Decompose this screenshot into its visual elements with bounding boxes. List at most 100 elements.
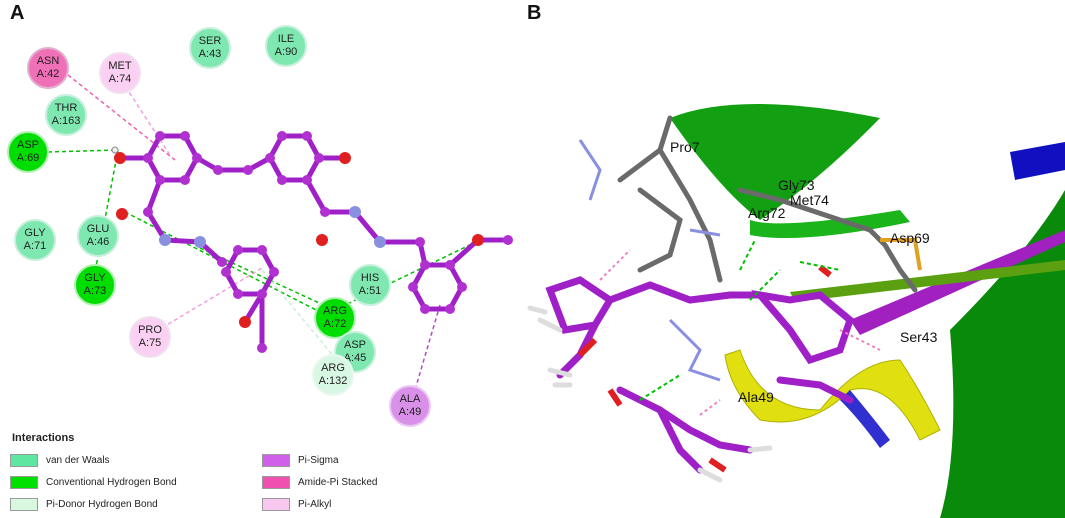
legend-item-conventional-hbond: Conventional Hydrogen Bond xyxy=(10,476,177,489)
nitrogen-atom xyxy=(349,206,361,218)
hydrogen-sticks xyxy=(527,305,773,483)
svg-text:A:42: A:42 xyxy=(37,68,60,80)
hbond-asp69 xyxy=(47,149,119,153)
svg-text:ALA: ALA xyxy=(400,393,421,405)
ligand-ring-4 xyxy=(410,262,465,312)
svg-text:ASP: ASP xyxy=(344,339,366,351)
svg-text:GLY: GLY xyxy=(24,227,46,239)
ligand-structure xyxy=(117,133,511,351)
svg-text:A:46: A:46 xyxy=(87,236,110,248)
residue-pro75: PRO A:75 xyxy=(129,316,171,358)
oxygen-atom xyxy=(339,152,351,164)
nitrogen-atom xyxy=(194,236,206,248)
residue-met74: MET A:74 xyxy=(99,52,141,94)
ligand-3d xyxy=(545,276,855,474)
label-gly73: Gly73 xyxy=(778,177,815,193)
svg-text:ASN: ASN xyxy=(37,55,60,67)
interaction-diagram-2d: ASN A:42 MET A:74 SER A:43 ILE A:90 THR … xyxy=(7,25,513,427)
label-met74: Met74 xyxy=(790,192,829,208)
svg-text:SER: SER xyxy=(199,35,222,47)
residue-sticks xyxy=(617,115,918,293)
label-arg72: Arg72 xyxy=(748,205,786,221)
ligand-ring-2 xyxy=(267,133,322,183)
legend-item-pi-sigma: Pi-Sigma xyxy=(262,454,339,467)
panel-b-label: B xyxy=(527,2,542,24)
label-pro7: Pro7 xyxy=(670,139,700,155)
svg-text:A:132: A:132 xyxy=(319,375,348,387)
svg-text:A:72: A:72 xyxy=(324,318,347,330)
residue-arg132: ARG A:132 xyxy=(312,354,354,396)
svg-text:A:51: A:51 xyxy=(359,285,382,297)
residue-glu46: GLU A:46 xyxy=(77,215,119,257)
olive-strand xyxy=(790,260,1065,302)
oxygen-atom xyxy=(114,152,126,164)
svg-text:ARG: ARG xyxy=(321,362,345,374)
svg-text:THR: THR xyxy=(55,102,78,114)
oxygen-atom xyxy=(316,234,328,246)
pi-interactions-3d xyxy=(599,249,881,416)
legend-item-van-der-waals: van der Waals xyxy=(10,454,110,467)
legend-label: Pi-Sigma xyxy=(298,455,339,466)
legend-swatch xyxy=(10,454,38,467)
svg-text:MET: MET xyxy=(108,60,132,72)
pi-donor-arg132 xyxy=(261,269,346,371)
svg-text:ARG: ARG xyxy=(323,305,347,317)
blue-sticks xyxy=(578,139,721,382)
yellow-helix xyxy=(724,349,941,441)
legend-item-pi-alkyl: Pi-Alkyl xyxy=(262,498,331,511)
panel-a-label: A xyxy=(10,2,25,24)
legend-swatch xyxy=(10,498,38,511)
hbonds-3d xyxy=(639,239,841,401)
residue-arg72: ARG A:72 xyxy=(314,297,356,339)
residue-asn42: ASN A:42 xyxy=(27,47,69,89)
docking-3d-view: Pro7 Gly73 Met74 Arg72 Asp69 Ser43 Ala49 xyxy=(527,104,1065,518)
legend-title: Interactions xyxy=(12,432,75,444)
legend-label: Pi-Donor Hydrogen Bond xyxy=(46,499,158,510)
oxygen-atom xyxy=(239,316,251,328)
svg-text:HIS: HIS xyxy=(361,272,379,284)
oxygen-sticks xyxy=(577,264,832,473)
svg-text:A:163: A:163 xyxy=(52,115,81,127)
legend-label: Conventional Hydrogen Bond xyxy=(46,477,177,488)
nitrogen-atom xyxy=(159,234,171,246)
svg-text:A:69: A:69 xyxy=(17,152,40,164)
legend-label: van der Waals xyxy=(46,455,110,466)
residue-ile90: ILE A:90 xyxy=(265,25,307,67)
residue-ala49: ALA A:49 xyxy=(389,385,431,427)
label-asp69: Asp69 xyxy=(890,230,930,246)
svg-text:A:45: A:45 xyxy=(344,352,367,364)
residue-asp69: ASP A:69 xyxy=(7,131,49,173)
residue-ser43: SER A:43 xyxy=(189,27,231,69)
svg-text:A:75: A:75 xyxy=(139,337,162,349)
asp69-stick xyxy=(880,238,922,271)
legend-swatch xyxy=(262,498,290,511)
pi-sigma-ala49 xyxy=(414,304,441,391)
svg-text:A:71: A:71 xyxy=(24,240,47,252)
legend-item-pi-donor-hbond: Pi-Donor Hydrogen Bond xyxy=(10,498,158,511)
green-ribbon xyxy=(670,104,880,220)
legend-swatch xyxy=(262,476,290,489)
label-ser43: Ser43 xyxy=(900,329,938,345)
ligand-ring-3 xyxy=(223,247,277,297)
oxygen-atom xyxy=(472,234,484,246)
hbond-his51 xyxy=(334,239,481,311)
label-ala49: Ala49 xyxy=(738,389,774,405)
oxygen-atom xyxy=(116,208,128,220)
residue-gly73: GLY A:73 xyxy=(74,264,116,306)
residue-nodes: ASN A:42 MET A:74 SER A:43 ILE A:90 THR … xyxy=(7,25,431,427)
green-strand xyxy=(750,210,910,239)
residue-labels-3d: Pro7 Gly73 Met74 Arg72 Asp69 Ser43 Ala49 xyxy=(670,139,938,405)
svg-text:GLU: GLU xyxy=(87,223,110,235)
residue-his51: HIS A:51 xyxy=(349,264,391,306)
legend-swatch xyxy=(262,454,290,467)
pi-alkyl-pro75 xyxy=(149,267,263,336)
svg-text:A:73: A:73 xyxy=(84,285,107,297)
legend-item-amide-pi-stacked: Amide-Pi Stacked xyxy=(262,476,377,489)
svg-text:PRO: PRO xyxy=(138,324,162,336)
residue-thr163: THR A:163 xyxy=(45,94,87,136)
blue-strand xyxy=(1010,142,1065,180)
svg-text:A:90: A:90 xyxy=(275,46,298,58)
svg-text:A:43: A:43 xyxy=(199,48,222,60)
residue-gly71: GLY A:71 xyxy=(14,219,56,261)
ligand-atoms xyxy=(111,131,513,353)
